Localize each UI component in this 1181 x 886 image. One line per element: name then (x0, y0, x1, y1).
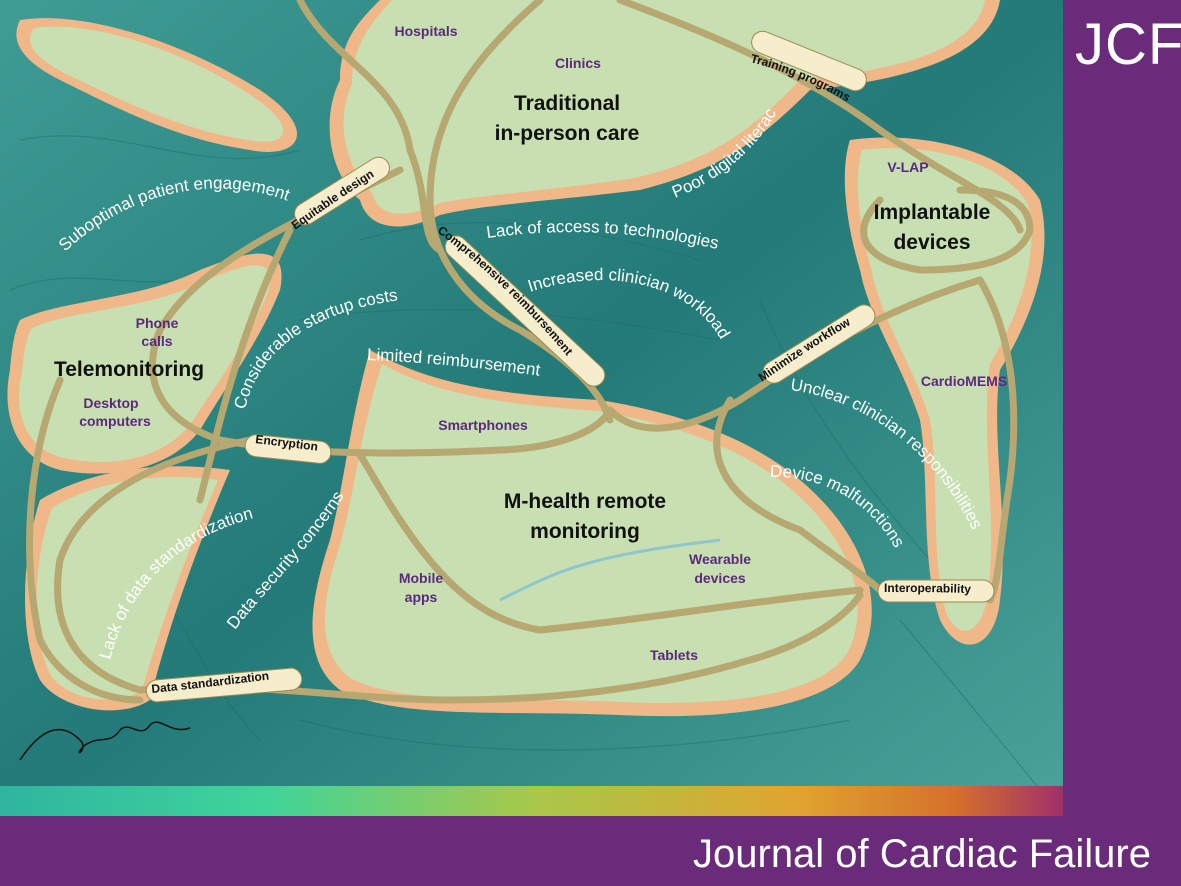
subregion-label-smartphones: Smartphones (438, 417, 528, 433)
subregion-label-mobile-line1: Mobile (399, 570, 444, 586)
subregion-label-wearable-line1: Wearable (689, 551, 751, 567)
subregion-label-hospitals: Hospitals (394, 23, 457, 39)
subregion-label-v-lap: V-LAP (887, 159, 928, 175)
road-badges (145, 30, 995, 703)
subregion-label-tablets: Tablets (650, 647, 698, 663)
subregion-label-phone-line2: calls (141, 333, 172, 349)
journal-sidebar (1063, 0, 1181, 816)
river (499, 538, 721, 602)
subregion-label-wearable-line2: devices (694, 570, 746, 586)
region-label-mhealth-line2: monitoring (530, 520, 640, 543)
journal-footer: Journal of Cardiac Failure (0, 816, 1181, 886)
subregion-label-phone-line1: Phone (136, 315, 179, 331)
region-label-implantable-line2: devices (893, 231, 970, 254)
region-label-in-person-line2: in-person care (495, 122, 640, 145)
region-label-in-person-line1: Traditional (514, 92, 620, 115)
continent-telemonitoring (7, 253, 282, 474)
region-label-implantable-line1: Implantable (874, 201, 991, 224)
region-label-mhealth-line1: M-health remote (504, 490, 666, 513)
continent-in-person (329, 0, 1000, 227)
subregion-label-mobile-line2: apps (405, 589, 438, 605)
map-illustration: Training programs Equitable design Compr… (0, 0, 1063, 816)
subregion-label-cardiomems: CardioMEMS (921, 373, 1007, 389)
subregion-label-desktop-line1: Desktop (83, 395, 138, 411)
artist-signature (19, 721, 191, 761)
spectrum-band (0, 786, 1063, 816)
road-network (26, 0, 1034, 704)
subregion-label-desktop-line2: computers (79, 413, 151, 429)
subregion-label-clinics: Clinics (555, 55, 601, 71)
journal-abbreviation: JCF (1075, 12, 1181, 77)
road-label-interoperability: Interoperability (884, 581, 972, 596)
region-label-telemonitoring: Telemonitoring (54, 358, 204, 381)
island-northwest (16, 18, 298, 152)
journal-title: Journal of Cardiac Failure (693, 832, 1151, 876)
